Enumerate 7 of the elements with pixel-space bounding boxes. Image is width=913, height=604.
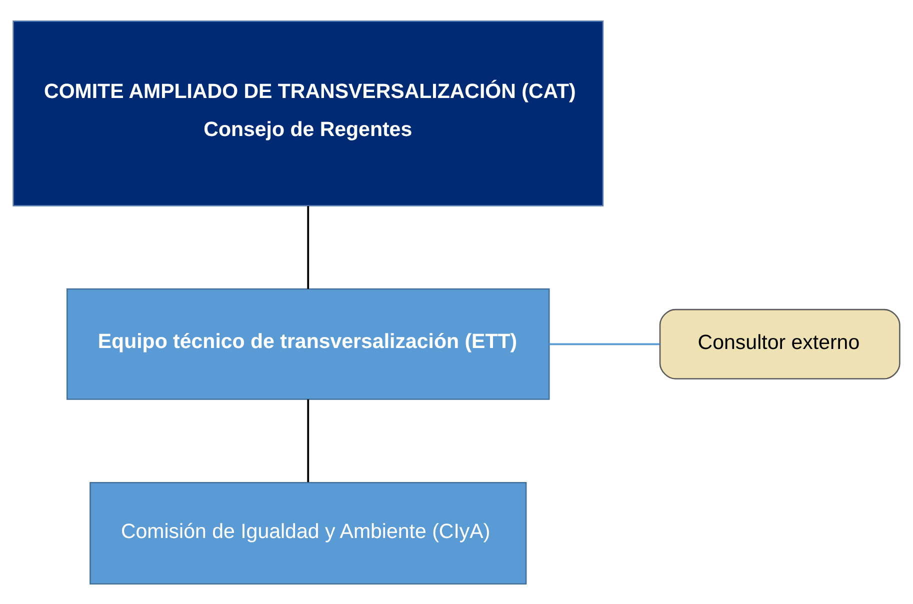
node-box: Comisión de Igualdad y Ambiente (CIyA)	[90, 481, 527, 584]
connector	[307, 205, 310, 288]
node-box: COMITE AMPLIADO DE TRANSVERSALIZACIÓN (CAT) Consejo de Regentes	[12, 20, 604, 206]
connector	[549, 342, 660, 345]
node-box: Consultor externo	[659, 308, 900, 379]
connector	[307, 398, 310, 482]
node-box: Equipo técnico de transversalización (ETT)	[66, 288, 550, 400]
